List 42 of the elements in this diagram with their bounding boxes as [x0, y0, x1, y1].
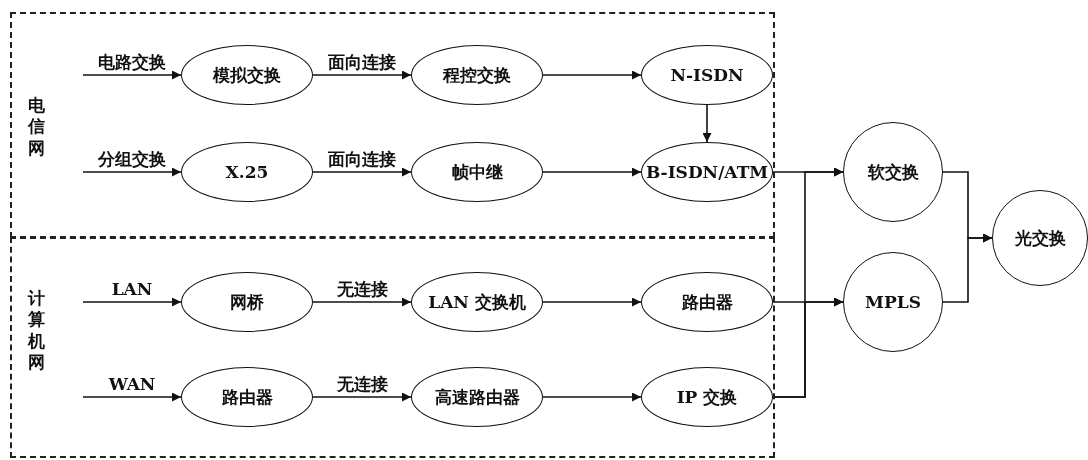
arrow	[942, 233, 993, 303]
process-ellipse: 路由器	[641, 272, 773, 332]
process-ellipse: 模拟交换	[181, 45, 313, 105]
group-label: 电信网	[28, 95, 46, 159]
process-circle: 软交换	[843, 122, 943, 222]
arrow	[82, 70, 182, 80]
process-ellipse: 帧中继	[411, 142, 543, 202]
edge-label: 面向连接	[328, 150, 396, 169]
group-label: 计算机网	[28, 288, 46, 373]
process-circle: 光交换	[992, 190, 1088, 286]
arrow	[312, 297, 412, 307]
process-ellipse: 程控交换	[411, 45, 543, 105]
dashed-group-box	[10, 12, 775, 238]
process-ellipse: LAN 交换机	[411, 272, 543, 332]
edge-label: 分组交换	[98, 150, 166, 169]
edge-label: 无连接	[336, 280, 388, 299]
arrow	[542, 167, 642, 177]
dashed-group-box	[10, 237, 775, 458]
process-ellipse: IP 交换	[641, 367, 773, 427]
process-ellipse: 路由器	[181, 367, 313, 427]
arrow	[542, 297, 642, 307]
arrow	[82, 392, 182, 402]
arrow	[702, 104, 712, 143]
edge-label: 无连接	[336, 375, 388, 394]
edge-label: LAN	[111, 280, 153, 299]
arrow	[82, 167, 182, 177]
edge-label: 电路交换	[98, 53, 166, 72]
edge-label: WAN	[108, 375, 156, 394]
process-ellipse: 网桥	[181, 272, 313, 332]
process-ellipse: N-ISDN	[641, 45, 773, 105]
arrow	[542, 70, 642, 80]
arrow	[82, 297, 182, 307]
arrow	[312, 70, 412, 80]
process-circle: MPLS	[843, 252, 943, 352]
process-ellipse: B-ISDN/ATM	[641, 142, 773, 202]
arrow	[312, 392, 412, 402]
edge-label: 面向连接	[328, 53, 396, 72]
arrow	[312, 167, 412, 177]
process-ellipse: X.25	[181, 142, 313, 202]
arrow	[772, 297, 844, 398]
process-ellipse: 高速路由器	[411, 367, 543, 427]
arrow	[542, 392, 642, 402]
